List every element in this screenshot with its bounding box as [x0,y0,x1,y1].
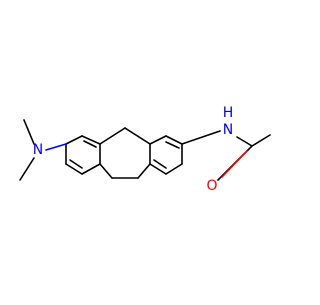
bond [99,127,126,145]
bond-layer [19,119,271,181]
double-bond-inner [69,159,83,169]
methyl-bond [23,119,35,145]
bond-c-n [181,130,221,145]
bond [165,135,183,145]
structure-diagram: N N H O [19,105,271,194]
bond [65,135,83,145]
atom-label-amine-nitrogen: N [33,142,43,158]
bond [124,127,151,145]
methyl-bond [19,157,35,181]
bond [99,163,113,179]
atom-label-carbonyl-oxygen: O [206,178,217,194]
bond [65,163,83,175]
double-bond-inner [83,140,97,148]
bond [236,136,253,147]
bond [251,134,271,147]
double-bond-co [221,150,248,178]
double-bond-inner [153,159,167,169]
bond [137,163,151,179]
bond-c-n [45,143,67,151]
atom-label-amide-hydrogen: H [223,105,234,121]
atom-label-amide-nitrogen: N [223,122,233,138]
bond [149,163,167,175]
double-bond-inner [165,141,180,149]
bond [81,163,101,175]
bond [149,135,167,145]
bond [165,163,183,175]
molecule-canvas: N N H O [19,105,271,194]
bond [81,135,101,145]
